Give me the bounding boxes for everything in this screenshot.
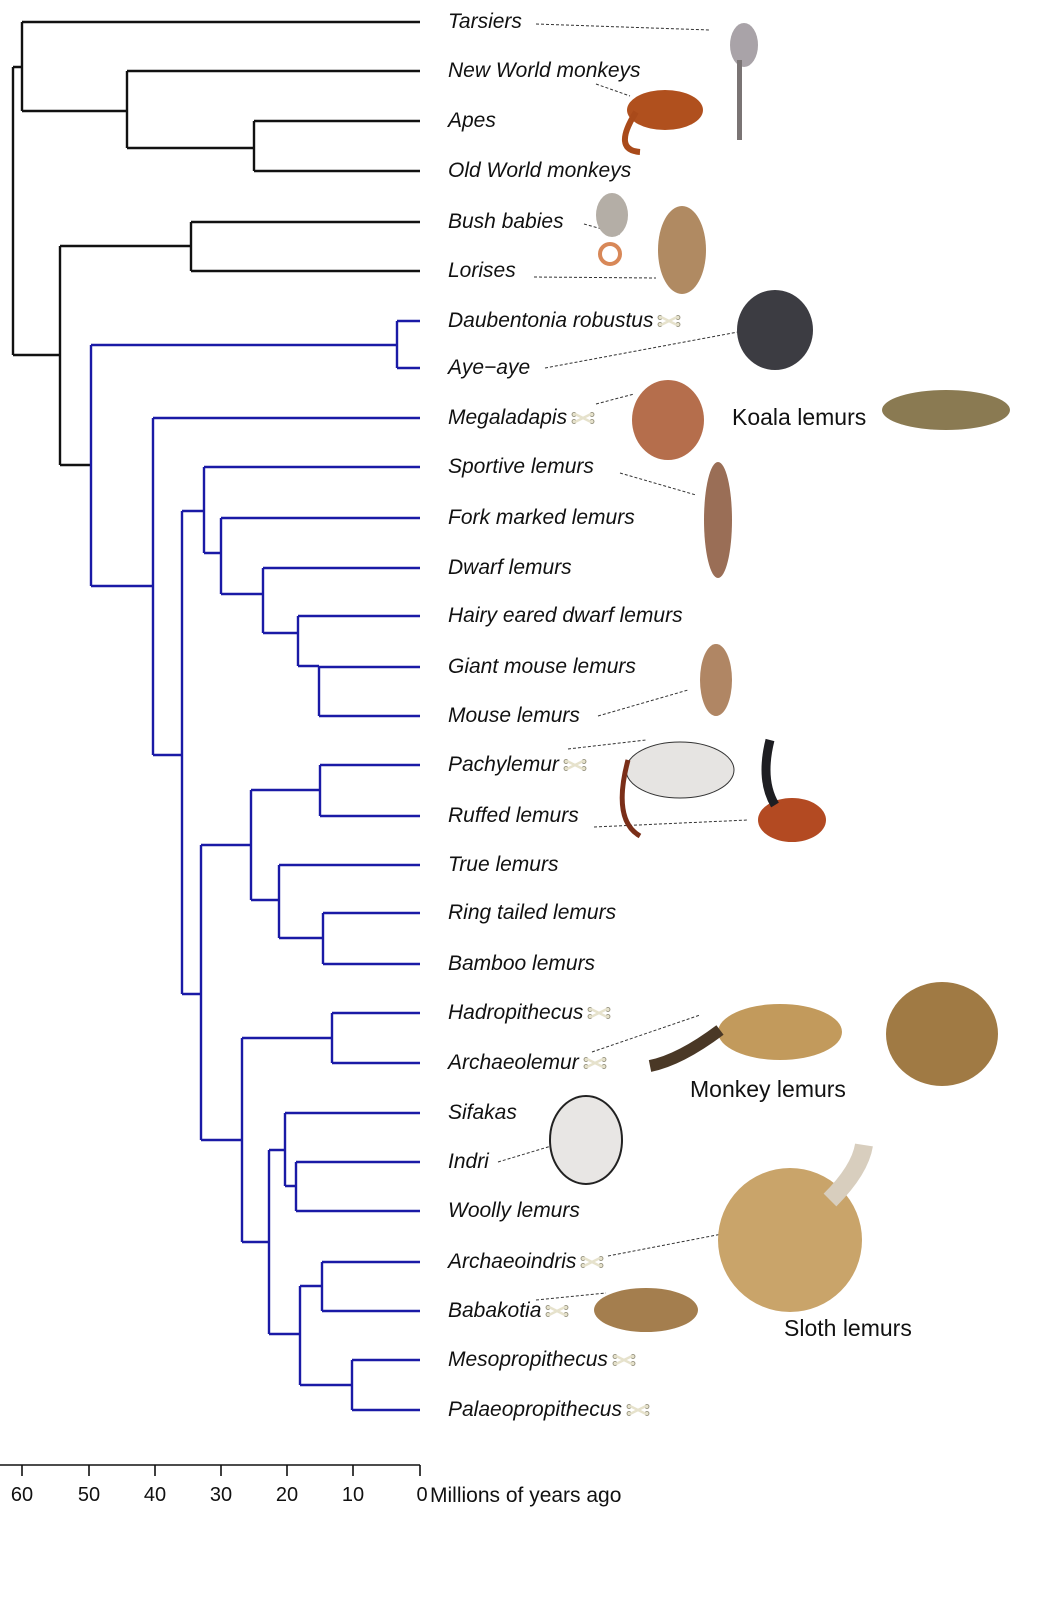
monkey-lemur-skull (886, 982, 998, 1086)
tip-label-text: Bush babies (448, 210, 564, 233)
animal-illustrations (549, 23, 1010, 1332)
tip-label-text: Palaeopropithecus (448, 1398, 622, 1421)
axis-tick-50: 50 (77, 1484, 101, 1506)
tip-label-text: Sifakas (448, 1101, 517, 1124)
tip-label-text: Pachylemur (448, 753, 559, 776)
leader-lines (497, 23, 749, 1301)
group-label-monkey-lemurs: Monkey lemurs (690, 1076, 846, 1102)
tip-label-text: Mesopropithecus (448, 1348, 608, 1371)
tip-label: Giant mouse lemurs (448, 655, 636, 679)
fossil-bone-icon (571, 412, 595, 425)
tip-label-text: Archaeolemur (448, 1051, 579, 1074)
tip-label: Apes (448, 109, 496, 133)
fossil-bone-icon (563, 759, 587, 772)
tip-label: Archaeolemur (448, 1051, 607, 1075)
tip-label-text: Fork marked lemurs (448, 506, 635, 529)
tip-label: Hadropithecus (448, 1001, 611, 1025)
fossil-bone-icon (546, 1305, 569, 1318)
tip-label: Pachylemur (448, 753, 587, 777)
monkey-lemur-illustration (718, 1004, 842, 1060)
fossil-bone-icon (581, 1256, 604, 1269)
tip-label-text: Hadropithecus (448, 1001, 584, 1024)
tip-label-text: Sportive lemurs (448, 455, 594, 478)
tip-label: Archaeoindris (448, 1250, 604, 1274)
tip-label: New World monkeys (448, 59, 641, 83)
group-label-koala-lemurs: Koala lemurs (732, 404, 867, 430)
tip-label-text: Ring tailed lemurs (448, 901, 617, 924)
sportive-lemur-illustration (704, 462, 732, 578)
tip-label: Mouse lemurs (448, 704, 580, 728)
loris-illustration (658, 206, 706, 294)
fossil-bone-icon (612, 1354, 636, 1367)
lemur-branches (89, 319, 420, 1412)
axis-tick-20: 20 (275, 1484, 299, 1506)
tip-label-text: Old World monkeys (448, 159, 632, 182)
howler-monkey-illustration (627, 90, 703, 130)
tip-label-text: Dwarf lemurs (448, 556, 572, 579)
tip-label: Woolly lemurs (448, 1199, 580, 1223)
megaladapis-illustration (632, 380, 704, 460)
tip-label: Tarsiers (448, 10, 522, 34)
tip-label-text: Mouse lemurs (448, 704, 580, 727)
tip-label: Sportive lemurs (448, 455, 594, 479)
tip-label-text: Indri (448, 1150, 489, 1173)
bush-baby-illustration (596, 193, 628, 237)
tip-label: True lemurs (448, 853, 558, 877)
tip-label: Mesopropithecus (448, 1348, 636, 1372)
tip-label-text: Aye−aye (448, 356, 531, 379)
axis-title: Millions of years ago (430, 1484, 622, 1507)
tarsier-illustration (730, 23, 758, 67)
koala-lemur-skull (882, 390, 1010, 430)
tip-label-text: Bamboo lemurs (448, 952, 596, 975)
group-label-sloth-lemurs: Sloth lemurs (784, 1315, 912, 1341)
sloth-lemur-illustration (718, 1168, 862, 1312)
time-axis (0, 1464, 421, 1476)
tip-label: Megaladapis (448, 406, 595, 430)
tip-label: Babakotia (448, 1299, 569, 1323)
tip-label: Palaeopropithecus (448, 1398, 650, 1422)
fossil-bone-icon (588, 1007, 611, 1020)
tip-label-text: Hairy eared dwarf lemurs (448, 604, 683, 627)
tip-label: Fork marked lemurs (448, 506, 635, 530)
fossil-bone-icon (658, 315, 681, 328)
tip-label-text: New World monkeys (448, 59, 641, 82)
fossil-bone-icon (626, 1404, 650, 1417)
tip-label: Hairy eared dwarf lemurs (448, 604, 683, 628)
tip-label: Bamboo lemurs (448, 952, 595, 976)
tip-label-text: Woolly lemurs (448, 1199, 580, 1222)
mouse-lemur-illustration (700, 644, 732, 716)
axis-tick-0: 0 (416, 1484, 428, 1506)
tip-label-text: Megaladapis (448, 406, 568, 429)
tip-label: Indri (448, 1150, 489, 1174)
indri-illustration (549, 1095, 623, 1185)
tip-label-text: Giant mouse lemurs (448, 655, 636, 678)
ruffed-lemur-illustration (758, 798, 826, 842)
fossil-bone-icon (583, 1057, 607, 1070)
tip-label-text: Ruffed lemurs (448, 804, 579, 827)
tip-label-text: Archaeoindris (448, 1250, 577, 1273)
tip-label: Ring tailed lemurs (448, 901, 616, 925)
tip-label: Old World monkeys (448, 159, 631, 183)
tip-label-text: Babakotia (448, 1299, 542, 1322)
outgroup-branches (11, 20, 420, 467)
tip-label: Sifakas (448, 1101, 517, 1125)
pachylemur-illustration (625, 741, 735, 799)
tip-label: Bush babies (448, 210, 564, 234)
tip-label: Dwarf lemurs (448, 556, 572, 580)
aye-aye-illustration (737, 290, 813, 370)
tip-label-text: Tarsiers (448, 10, 522, 33)
tip-label: Aye−aye (448, 356, 530, 380)
tip-label: Daubentonia robustus (448, 309, 681, 333)
tip-label: Lorises (448, 259, 516, 283)
babakotia-skull (594, 1288, 698, 1332)
tip-label-text: Daubentonia robustus (448, 309, 654, 332)
axis-tick-60: 60 (10, 1484, 34, 1506)
axis-tick-40: 40 (143, 1484, 167, 1506)
tip-label-text: Lorises (448, 259, 516, 282)
tip-label: Ruffed lemurs (448, 804, 579, 828)
tip-label-text: True lemurs (448, 853, 559, 876)
axis-tick-10: 10 (341, 1484, 365, 1506)
axis-tick-30: 30 (209, 1484, 233, 1506)
tip-label-text: Apes (448, 109, 496, 132)
